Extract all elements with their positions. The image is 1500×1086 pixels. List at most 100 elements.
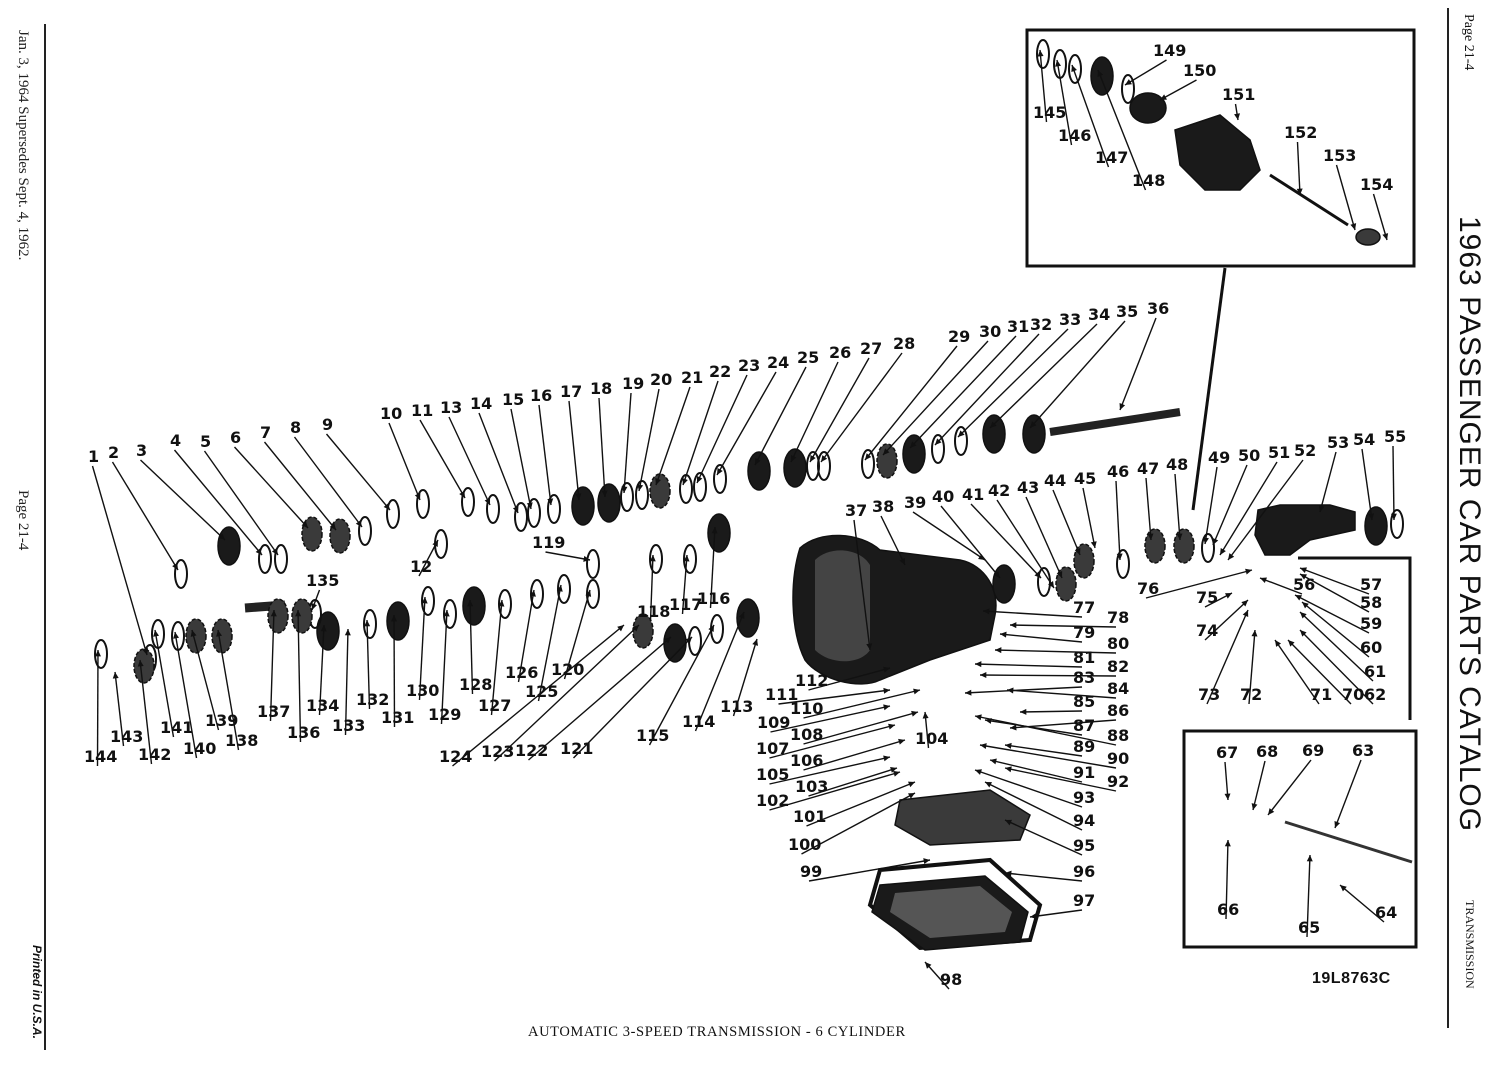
leader-line-77 (982, 610, 1083, 618)
left-margin-rule (44, 24, 46, 1050)
arrowhead-9 (383, 503, 390, 510)
leader-line-105 (769, 756, 891, 785)
part-23-shape (693, 472, 707, 502)
callout-24: 24 (716, 353, 789, 476)
callout-label-13: 13 (440, 398, 462, 417)
callout-label-24: 24 (767, 353, 789, 372)
arrowhead-123 (632, 625, 639, 632)
callout-label-25: 25 (797, 348, 819, 367)
arrowhead-108 (911, 710, 918, 717)
callout-112: 112 (795, 666, 891, 691)
arrowhead-56 (1260, 577, 1267, 584)
callout-label-51: 51 (1268, 443, 1290, 462)
leader-line-42 (996, 499, 1055, 589)
leader-line-95 (1004, 819, 1083, 856)
part-128-shape (462, 586, 486, 626)
callout-95: 95 (1004, 819, 1095, 856)
part-147-shape (1068, 54, 1082, 84)
callout-35: 35 (1029, 302, 1138, 429)
arrowhead-78 (1010, 622, 1017, 629)
arrowhead-29 (865, 453, 872, 460)
leader-line-99 (808, 859, 931, 882)
callout-label-143: 143 (110, 727, 143, 746)
part-7-shape (329, 518, 351, 554)
part-122-shape (663, 623, 687, 663)
leader-line-7 (263, 441, 337, 531)
arrowhead-97 (1030, 913, 1037, 920)
arrowhead-42 (1048, 581, 1054, 588)
callout-115: 115 (636, 624, 715, 746)
bell-housing-opening (815, 550, 870, 662)
arrowhead-61 (1300, 612, 1307, 619)
callout-10: 10 (380, 404, 421, 501)
callout-label-122: 122 (515, 741, 548, 760)
leader-line-56 (1259, 577, 1303, 595)
callout-label-2: 2 (108, 443, 119, 462)
arrowhead-31 (910, 441, 917, 448)
callout-42: 42 (988, 481, 1055, 589)
callout-label-96: 96 (1073, 862, 1095, 881)
leader-line-45 (1082, 487, 1096, 549)
leader-line-115 (648, 624, 715, 746)
arrowhead-43 (1056, 571, 1063, 578)
callout-label-88: 88 (1107, 726, 1129, 745)
leader-line-19 (623, 392, 632, 494)
part-28-shape (817, 451, 831, 481)
arrowhead-124 (617, 625, 624, 632)
callout-147: 147 (1071, 64, 1128, 168)
callout-60: 60 (1301, 601, 1382, 658)
callout-label-121: 121 (560, 739, 593, 758)
arrowhead-127 (498, 600, 505, 607)
leader-line-154 (1372, 193, 1388, 241)
callout-label-125: 125 (525, 682, 558, 701)
callout-label-128: 128 (459, 675, 492, 694)
leader-line-128 (469, 599, 474, 695)
callout-label-67: 67 (1216, 743, 1238, 762)
callout-44: 44 (1044, 471, 1081, 556)
leader-line-33 (957, 328, 1069, 438)
callout-130: 130 (406, 596, 439, 701)
arrowhead-153 (1350, 223, 1357, 230)
callout-21: 21 (655, 368, 703, 486)
leader-line-129 (440, 609, 448, 725)
callout-label-123: 123 (481, 742, 514, 761)
part-17-shape (571, 486, 595, 526)
callout-105: 105 (756, 755, 891, 785)
leader-line-109 (770, 705, 891, 733)
part-121-shape (688, 626, 702, 656)
callout-label-17: 17 (560, 382, 582, 401)
part-148-shape (1090, 56, 1114, 96)
leader-line-136 (297, 609, 302, 743)
arrowhead-88 (975, 714, 982, 721)
callout-85: 85 (1019, 692, 1095, 715)
callout-label-103: 103 (795, 777, 828, 796)
part-142-shape (133, 648, 155, 684)
callout-25: 25 (754, 348, 819, 466)
callout-label-85: 85 (1073, 692, 1095, 711)
leader-line-5 (203, 450, 279, 556)
callout-135: 135 (306, 571, 339, 611)
callout-126: 126 (505, 589, 538, 683)
part-116-shape (707, 513, 731, 553)
arrowhead-116 (711, 527, 718, 534)
callout-22: 22 (682, 362, 731, 486)
arrowhead-151 (1234, 113, 1240, 120)
part-4-shape (258, 544, 272, 574)
part-24-shape (713, 464, 727, 494)
callout-30: 30 (882, 322, 1001, 456)
lower-inset-frame (1182, 729, 1418, 949)
oil-pan-gasket (867, 857, 1043, 951)
callout-64: 64 (1339, 884, 1397, 923)
callout-89: 89 (1004, 737, 1095, 757)
arrowhead-15 (526, 502, 533, 509)
leader-line-108 (803, 711, 919, 745)
callout-label-138: 138 (225, 731, 258, 750)
leader-line-96 (1004, 872, 1083, 882)
leader-line-123 (494, 624, 640, 762)
leader-line-137 (269, 609, 275, 722)
callout-label-4: 4 (170, 431, 181, 450)
arrowhead-33 (958, 430, 965, 437)
callout-94: 94 (984, 781, 1095, 831)
arrowhead-110 (913, 688, 920, 695)
leader-line-118 (649, 554, 654, 622)
